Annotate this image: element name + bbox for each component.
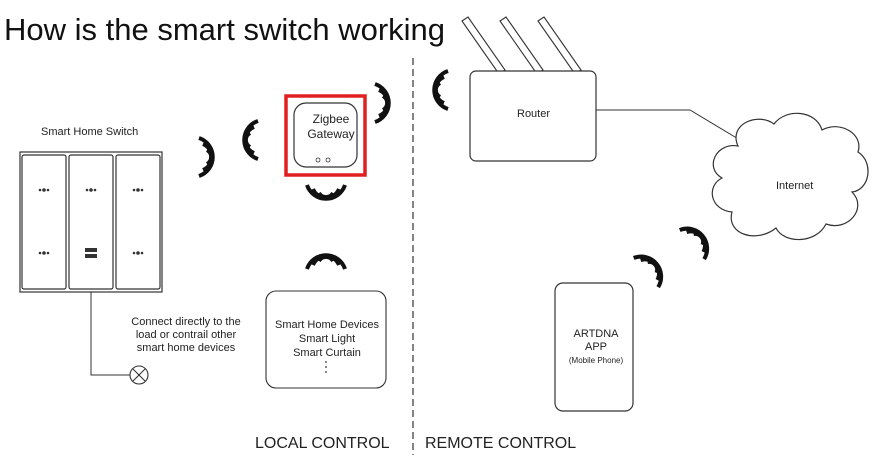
router-antennas — [461, 16, 582, 75]
remote-control-label: REMOTE CONTROL — [425, 435, 577, 452]
switch-logo-mark — [85, 248, 97, 258]
wifi-signal-icon — [305, 253, 347, 270]
gateway-led — [325, 157, 331, 163]
router-internet-link — [596, 109, 741, 141]
wifi-signal-icon — [242, 119, 259, 161]
wifi-signal-icon — [198, 136, 215, 178]
smart-home-switch — [19, 151, 163, 293]
wifi-signal-icon — [678, 226, 710, 261]
gateway-label-line2: Gateway — [307, 127, 355, 141]
router-label: Router — [517, 108, 551, 120]
app-subtitle: (Mobile Phone) — [568, 356, 624, 365]
wifi-signal-icon — [374, 82, 391, 124]
gateway-led — [315, 157, 321, 163]
page-title: How is the smart switch working — [4, 12, 446, 47]
app-line2: APP — [584, 341, 607, 353]
load-note-line3: smart home devices — [136, 342, 236, 354]
gateway-label-line1: Zigbee — [312, 112, 350, 126]
switch-indicator-dots — [38, 188, 144, 255]
wifi-signal-icon — [305, 184, 347, 201]
smart-devices-box — [265, 290, 387, 389]
app-line1: ARTDNA — [573, 328, 619, 340]
load-lamp-icon — [129, 365, 149, 385]
local-control-label: LOCAL CONTROL — [255, 435, 390, 452]
app-label: ARTDNA APP — [556, 328, 636, 354]
devices-line1: Smart Home Devices — [275, 319, 379, 331]
load-wire — [90, 292, 131, 376]
router-box — [469, 70, 597, 162]
internet-cloud — [711, 112, 869, 241]
load-note-line2: load or contrail other — [135, 329, 237, 341]
mobile-phone-box — [554, 282, 634, 412]
load-note-line1: Connect directly to the — [131, 316, 241, 328]
load-note: Connect directly to the load or contrail… — [126, 316, 246, 355]
devices-ellipsis — [325, 361, 327, 373]
devices-line3: Smart Curtain — [293, 347, 361, 359]
devices-line2: Smart Light — [298, 333, 356, 345]
devices-label: Smart Home Devices Smart Light Smart Cur… — [266, 318, 388, 360]
wifi-signal-icon — [632, 254, 664, 289]
internet-label: Internet — [776, 180, 814, 192]
switch-label: Smart Home Switch — [41, 126, 139, 138]
gateway-label: Zigbee Gateway — [288, 112, 374, 142]
gateway-highlight-frame — [284, 94, 367, 177]
wifi-signal-icon — [432, 69, 449, 111]
zigbee-gateway-box — [293, 102, 358, 168]
